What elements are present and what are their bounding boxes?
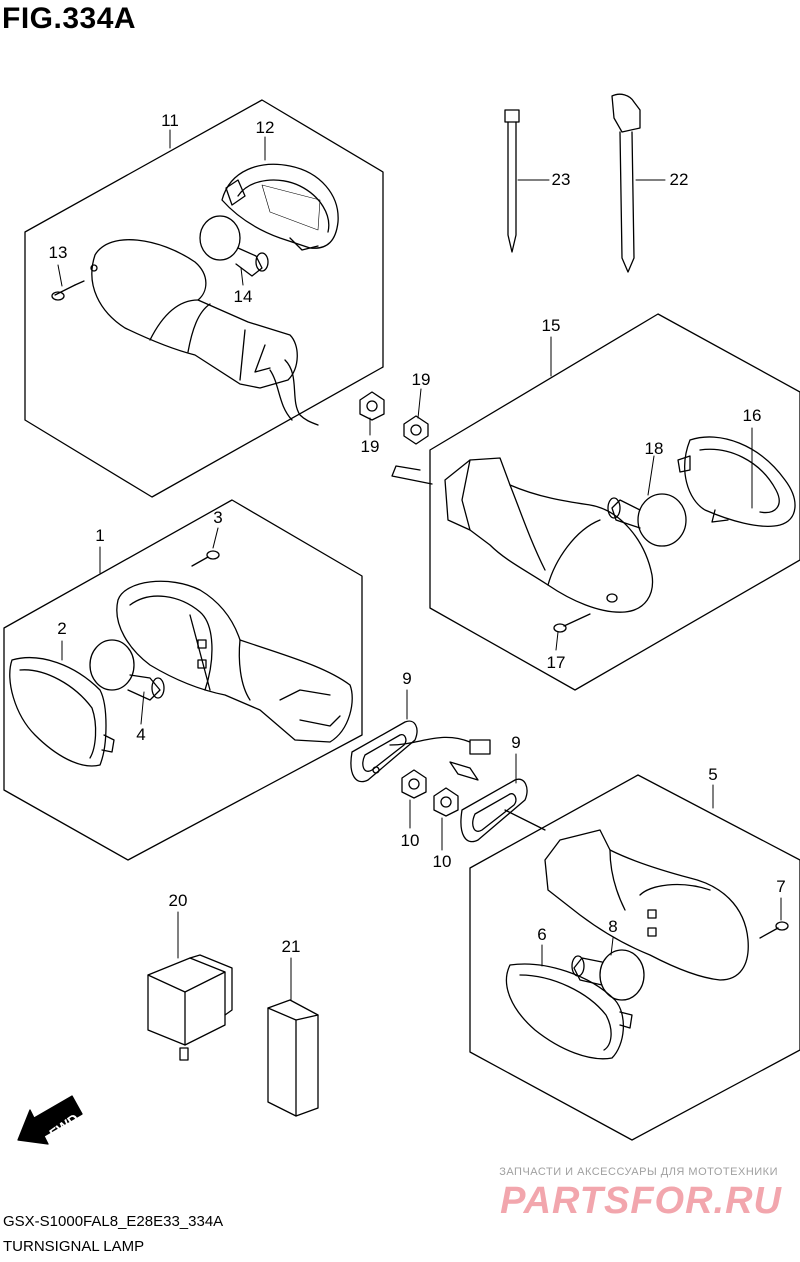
part-14-bulb: [199, 215, 269, 277]
part-23-cable-tie: [504, 109, 520, 253]
part-8-bulb: [571, 949, 645, 1001]
callout-22: 22: [669, 170, 689, 189]
fwd-arrow-icon: [17, 1095, 83, 1145]
callout-16: 16: [742, 406, 762, 425]
callout-18: 18: [644, 439, 664, 458]
part-19-nuts: [359, 391, 429, 445]
figure-title: FIG.334A: [2, 2, 137, 35]
callout-2: 2: [57, 619, 67, 638]
callout-12: 12: [255, 118, 275, 137]
callout-17: 17: [546, 653, 566, 672]
part-15-lamp-body: [391, 457, 654, 613]
part-7-screw: [759, 921, 789, 939]
part-20-relay: [147, 954, 233, 1061]
callout-19-lower: 19: [360, 437, 380, 456]
part-3-screw: [191, 550, 220, 567]
part-4-bulb: [89, 639, 165, 701]
part-9-gasket-right: [449, 761, 546, 843]
callout-14: 14: [233, 287, 253, 306]
callout-10-left: 10: [400, 831, 420, 850]
callout-3: 3: [213, 508, 223, 527]
watermark-tagline: ЗАПЧАСТИ И АКСЕССУАРЫ ДЛЯ МОТОТЕХНИКИ: [499, 1166, 778, 1178]
part-9-gasket-left: [350, 720, 491, 783]
part-2-lens: [9, 657, 115, 767]
callout-1: 1: [95, 526, 105, 545]
callout-4: 4: [136, 725, 146, 744]
callout-8: 8: [608, 917, 618, 936]
part-21-tag: [267, 999, 319, 1117]
part-18-bulb: [607, 493, 687, 547]
part-17-screw: [553, 613, 591, 633]
group-box-11: [24, 99, 384, 498]
callout-13: 13: [48, 243, 68, 262]
figure-caption: TURNSIGNAL LAMP: [3, 1238, 145, 1255]
part-5-lamp-body: [544, 829, 749, 981]
group-box-5: [469, 774, 800, 1141]
figure-code: GSX-S1000FAL8_E28E33_334A: [3, 1213, 224, 1230]
callout-20: 20: [168, 891, 188, 910]
callout-10-right: 10: [432, 852, 452, 871]
callout-19-upper: 19: [411, 370, 431, 389]
callout-11: 11: [161, 111, 179, 130]
group-box-15: [429, 313, 800, 691]
part-1-lamp-body: [116, 580, 353, 743]
leader-lines: [57, 129, 782, 1001]
callout-23: 23: [551, 170, 571, 189]
callout-7: 7: [776, 877, 786, 896]
callout-9-left: 9: [402, 669, 412, 688]
callout-5: 5: [708, 765, 718, 784]
callout-15: 15: [541, 316, 561, 335]
group-box-1: [3, 499, 363, 861]
part-10-nuts: [401, 769, 459, 817]
callout-6: 6: [537, 925, 547, 944]
part-11-lamp-body: [90, 239, 319, 426]
part-12-lens: [221, 163, 339, 251]
callout-9-right: 9: [511, 733, 521, 752]
watermark-logo: PARTSFOR.RU: [500, 1180, 782, 1222]
part-16-lens: [677, 436, 796, 527]
part-13-screw: [51, 280, 85, 301]
callout-21: 21: [281, 937, 301, 956]
part-6-lens: [505, 963, 633, 1060]
part-22-cable-tie: [611, 93, 641, 273]
